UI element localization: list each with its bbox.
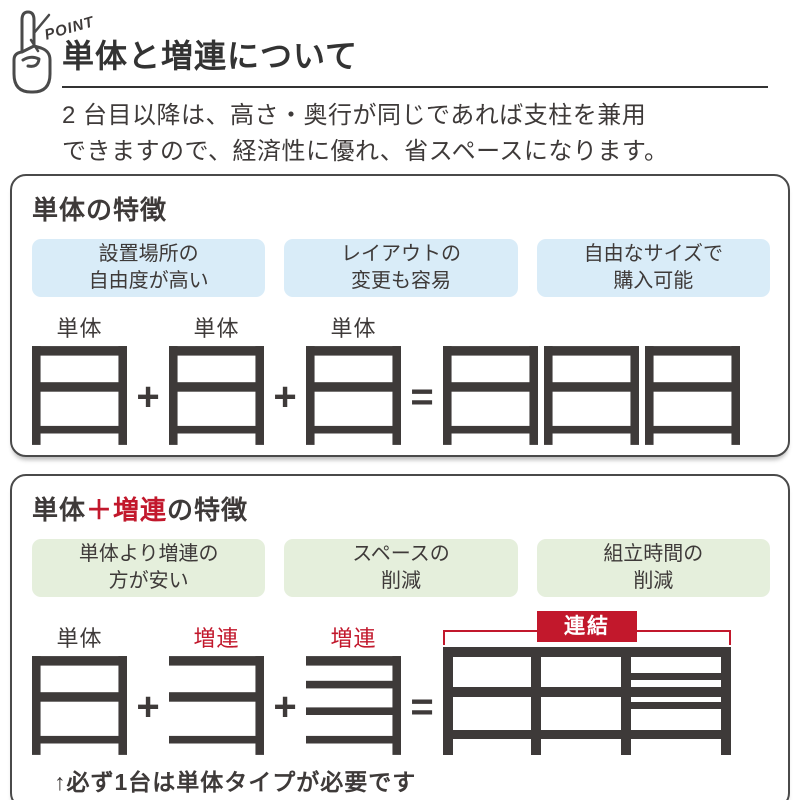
- feature-pill: 単体より増連の 方が安い: [32, 539, 266, 597]
- shelf-extension-icon: [169, 656, 264, 755]
- feature-pill: レイアウトの 変更も容易: [284, 239, 518, 297]
- combo-unit-row: 単体 + 増連 + 増連 = 連結: [32, 611, 770, 755]
- unit-extension: 増連: [169, 621, 264, 755]
- plus-operator: +: [273, 375, 297, 419]
- unit-standalone: 単体: [32, 621, 127, 755]
- standalone-result-group: [443, 346, 740, 445]
- combo-title-suffix: の特徴: [167, 495, 249, 525]
- page-title: 単体と増連について: [62, 38, 359, 74]
- unit-standalone: 単体: [32, 311, 127, 445]
- unit-extension-multi: 増連: [306, 621, 401, 755]
- unit-standalone: 単体: [306, 311, 401, 445]
- combo-section: 単体＋増連の特徴 単体より増連の 方が安い スペースの 削減 組立時間の 削減 …: [10, 474, 790, 800]
- shelf-standalone-icon: [544, 346, 639, 445]
- feature-pill: 組立時間の 削減: [536, 539, 770, 597]
- unit-standalone: 単体: [169, 311, 264, 445]
- feature-pill: 自由なサイズで 購入可能: [536, 239, 770, 297]
- unit-label: 単体: [193, 316, 240, 341]
- feature-pill: スペースの 削減: [284, 539, 518, 597]
- standalone-section-title: 単体の特徴: [32, 195, 168, 225]
- feature-pill: 設置場所の 自由度が高い: [32, 239, 266, 297]
- combo-pill-row: 単体より増連の 方が安い スペースの 削減 組立時間の 削減: [32, 539, 770, 597]
- plus-operator: +: [273, 685, 297, 729]
- standalone-unit-row: 単体 + 単体 + 単体 =: [32, 311, 770, 445]
- shelf-standalone-icon: [645, 346, 740, 445]
- unit-label: 増連: [193, 626, 240, 651]
- note-text: ↑必ず1台は単体タイプが必要です: [54, 769, 417, 795]
- shelf-extension-multi-icon: [306, 656, 401, 755]
- combo-title-prefix: 単体: [32, 495, 87, 525]
- plus-operator: +: [136, 375, 160, 419]
- shelf-standalone-icon: [443, 346, 538, 445]
- standalone-pill-row: 設置場所の 自由度が高い レイアウトの 変更も容易 自由なサイズで 購入可能: [32, 239, 770, 297]
- combined-unit: 連結: [443, 611, 731, 755]
- equals-operator: =: [410, 685, 434, 729]
- shelf-combined-icon: [443, 647, 731, 755]
- shelf-standalone-icon: [32, 346, 127, 445]
- equals-operator: =: [410, 375, 434, 419]
- header: POINT 単体と増連について 2 台目以降は、高さ・奥行が同じであれば支柱を兼…: [0, 0, 800, 174]
- standalone-section: 単体の特徴 設置場所の 自由度が高い レイアウトの 変更も容易 自由なサイズで …: [10, 174, 790, 457]
- combo-title-highlight: ＋増連: [86, 495, 168, 525]
- shelf-standalone-icon: [169, 346, 264, 445]
- unit-label: 単体: [56, 626, 103, 651]
- title-underline: [62, 85, 768, 88]
- plus-operator: +: [136, 685, 160, 729]
- shelf-standalone-icon: [32, 656, 127, 755]
- unit-label: 単体: [56, 316, 103, 341]
- unit-label: 単体: [330, 316, 377, 341]
- page-description: 2 台目以降は、高さ・奥行が同じであれば支柱を兼用 できますので、経済性に優れ、…: [62, 101, 669, 165]
- pointing-hand-icon: [4, 6, 104, 106]
- link-badge: 連結: [537, 611, 637, 642]
- shelf-standalone-icon: [306, 346, 401, 445]
- combo-section-title: 単体＋増連の特徴: [32, 490, 770, 527]
- unit-label: 増連: [330, 626, 377, 651]
